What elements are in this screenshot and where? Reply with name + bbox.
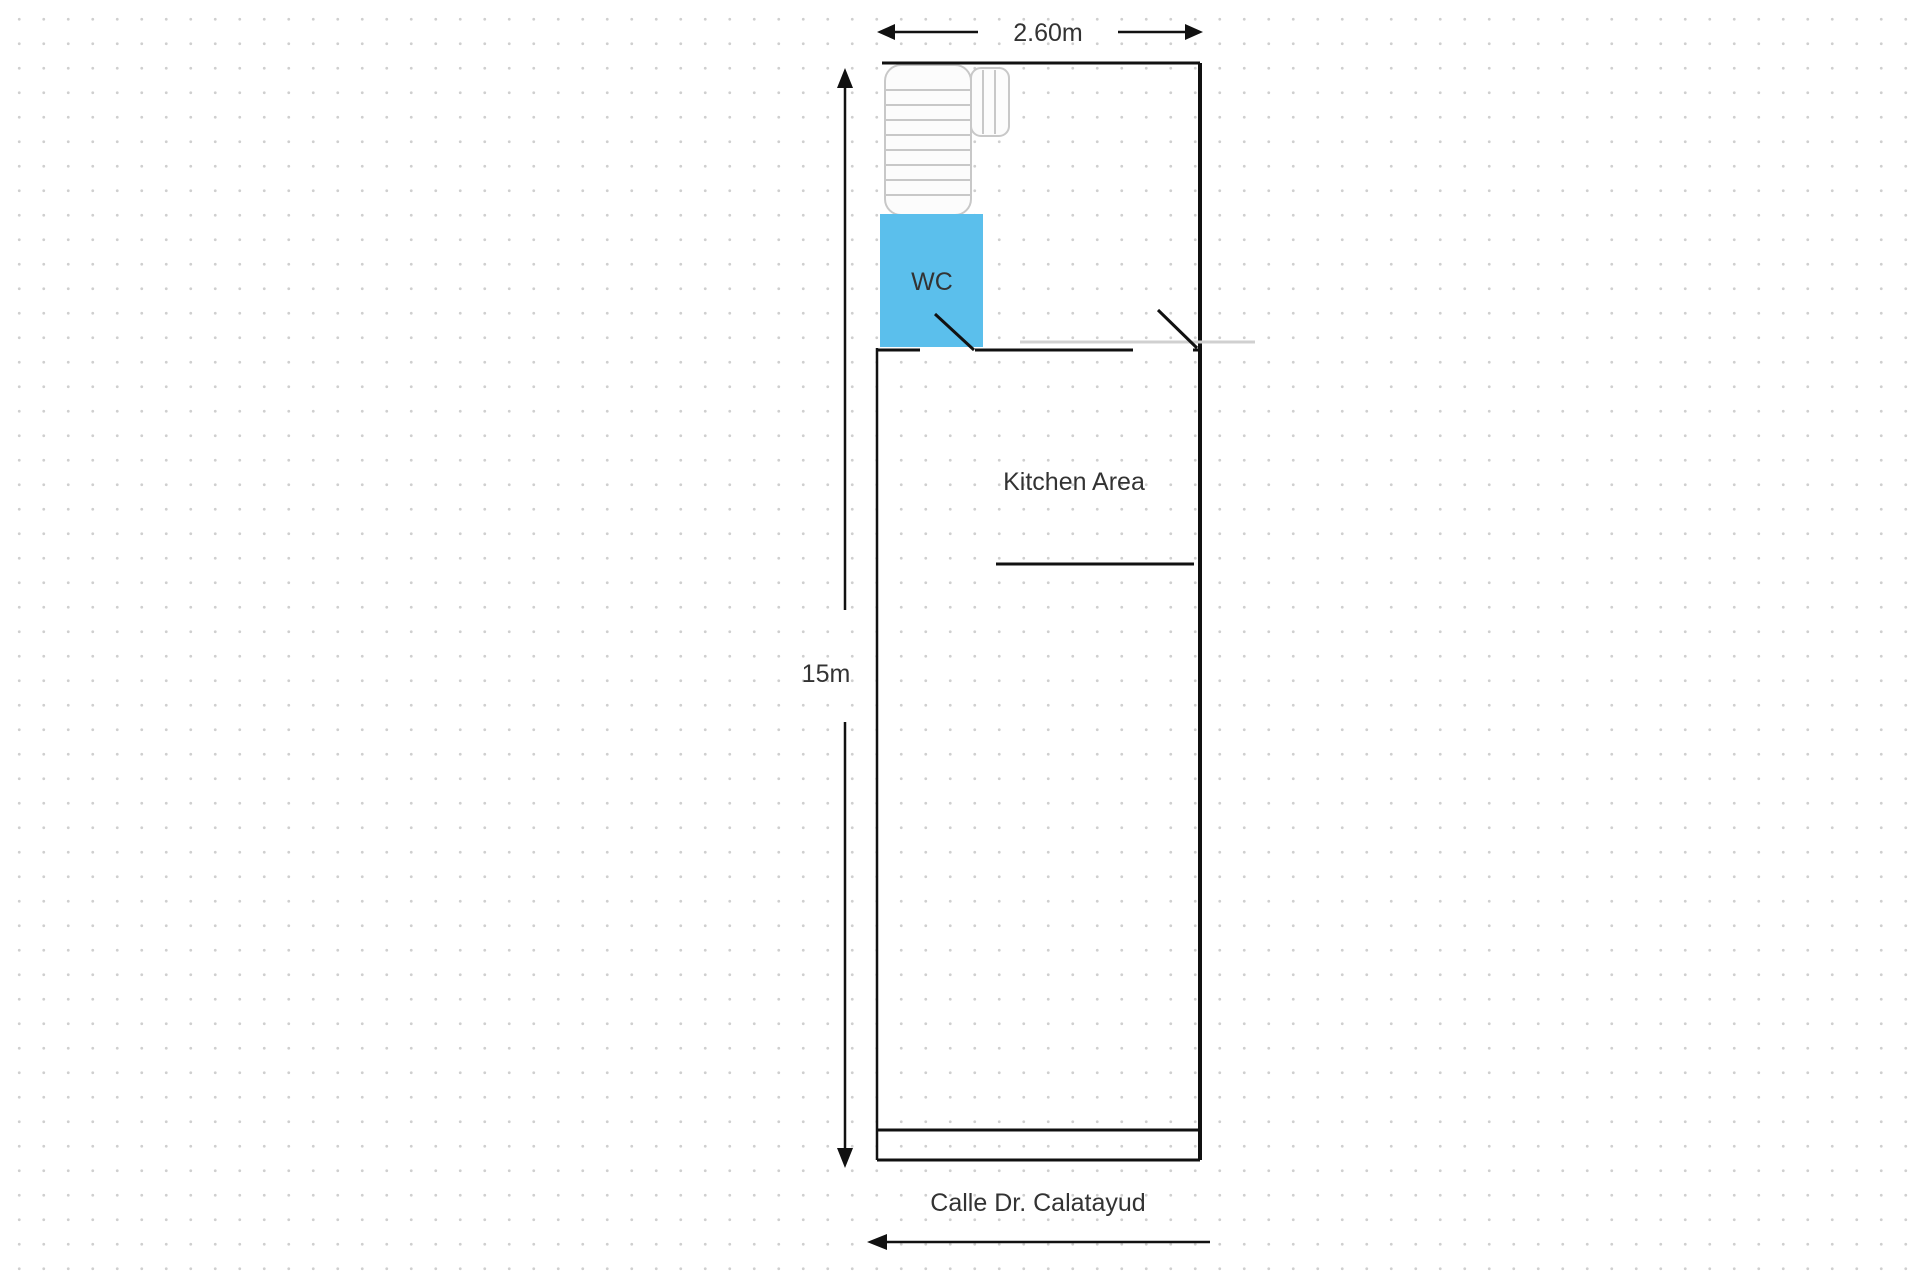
wc-door <box>933 312 976 352</box>
outer-walls <box>875 61 1202 1162</box>
staircase <box>884 64 1010 216</box>
wc-label: WC <box>911 268 953 296</box>
street-label: Calle Dr. Calatayud <box>930 1189 1145 1217</box>
patio-door <box>1156 308 1199 350</box>
stair-landing <box>970 67 1010 137</box>
interior-walls <box>878 340 1255 566</box>
length-arrow-down-icon <box>837 1148 853 1168</box>
wc-room <box>880 214 983 347</box>
width-arrow-left-icon <box>877 24 895 40</box>
stair-outline <box>884 64 972 216</box>
kitchen-label: Kitchen Area <box>1003 468 1145 496</box>
street-arrow-left-icon <box>867 1234 887 1250</box>
street-direction-arrow <box>867 1234 1210 1250</box>
length-arrow-up-icon <box>837 68 853 88</box>
width-dimension: 2.60m <box>877 19 1203 47</box>
length-label: 15m <box>802 660 851 688</box>
doors <box>933 308 1199 352</box>
width-arrow-right-icon <box>1185 24 1203 40</box>
width-label: 2.60m <box>1013 19 1082 47</box>
length-dimension: 15m <box>802 68 853 1168</box>
